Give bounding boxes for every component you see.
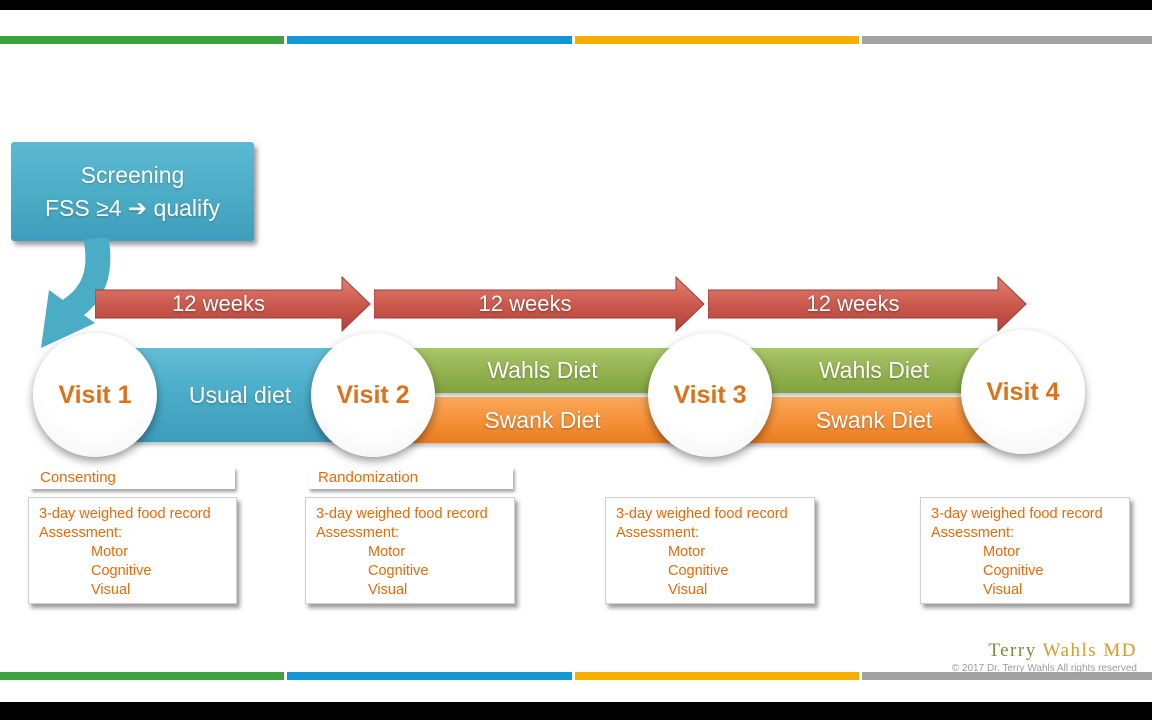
visit-label: Visit 4 [986,377,1060,406]
footer: Terry Wahls MD © 2017 Dr. Terry Wahls Al… [652,641,1137,674]
visit-circle-3: Visit 3 [648,333,772,457]
assessment-box-visit2: 3-day weighed food record Assessment: Mo… [305,497,515,604]
assessment-item: Motor [983,544,1021,560]
assessment-item: Cognitive [91,563,152,579]
visit-label: Visit 1 [58,380,132,409]
assessment-line-1: 3-day weighed food record [616,506,788,522]
copyright-text: © 2017 Dr. Terry Wahls All rights reserv… [951,663,1137,674]
right-arrow-icon [95,275,371,333]
screening-title: Screening [80,161,185,188]
assessment-item: Visual [91,582,131,598]
assessment-box-visit3: 3-day weighed food record Assessment: Mo… [605,497,815,604]
milestone-consenting: Consenting [30,467,235,489]
diet-label: Wahls Diet [818,357,930,383]
visit-label: Visit 3 [673,380,747,409]
timeline-arrow-1: 12 weeks [95,275,372,333]
duration-label-1: 12 weeks [172,291,265,316]
screening-criteria: FSS ≥4 ➔ qualify [44,194,221,221]
top-accent-stripe [0,36,1152,44]
diet-label: Wahls Diet [487,357,598,383]
visit-circle-1: Visit 1 [33,333,157,457]
brand-name-green: Terry [988,640,1043,661]
assessment-line-2: Assessment: [316,525,399,541]
brand-name-orange: Wahls MD [1042,640,1137,661]
timeline-arrow-2: 12 weeks [374,275,706,333]
right-arrow-icon [374,275,705,333]
assessment-item: Motor [91,544,129,560]
assessment-line-2: Assessment: [616,525,699,541]
bottom-accent-stripe [0,672,1152,680]
visit-circle-2: Visit 2 [311,333,435,457]
stripe-segment-blue [287,36,572,44]
duration-label-3: 12 weeks [806,291,900,316]
diet-label: Swank Diet [484,406,601,433]
assessment-line-1: 3-day weighed food record [316,506,488,522]
diet-label: Usual diet [188,381,292,408]
stripe-segment-blue [287,672,572,680]
assessment-line-1: 3-day weighed food record [931,506,1103,522]
stripe-segment-green [0,36,284,44]
assessment-line-2: Assessment: [39,525,122,541]
assessment-line-2: Assessment: [931,525,1014,541]
visit-label: Visit 2 [336,380,410,409]
timeline-arrow-3: 12 weeks [708,275,1028,333]
stripe-segment-gray [862,672,1152,680]
diet-label: Swank Diet [815,406,933,433]
brand-logo: Terry Wahls MD [652,641,1137,660]
assessment-item: Visual [983,582,1023,598]
stripe-segment-green [0,672,284,680]
stripe-segment-orange [575,672,859,680]
assessment-item: Cognitive [368,563,429,579]
duration-label-2: 12 weeks [478,291,572,316]
stripe-segment-gray [862,36,1152,44]
assessment-item: Cognitive [983,563,1044,579]
milestone-randomization: Randomization [308,467,513,489]
assessment-box-visit4: 3-day weighed food record Assessment: Mo… [920,497,1130,604]
assessment-box-visit1: 3-day weighed food record Assessment: Mo… [28,497,237,604]
assessment-item: Visual [368,582,408,598]
assessment-item: Motor [668,544,706,560]
curved-down-arrow-icon [41,238,111,348]
screening-box: Screening FSS ≥4 ➔ qualify [11,142,254,241]
assessment-item: Cognitive [668,563,729,579]
assessment-item: Visual [668,582,708,598]
visit-circle-4: Visit 4 [961,330,1085,454]
assessment-item: Motor [368,544,406,560]
stripe-segment-orange [575,36,859,44]
right-arrow-icon [708,275,1027,333]
assessment-line-1: 3-day weighed food record [39,506,211,522]
